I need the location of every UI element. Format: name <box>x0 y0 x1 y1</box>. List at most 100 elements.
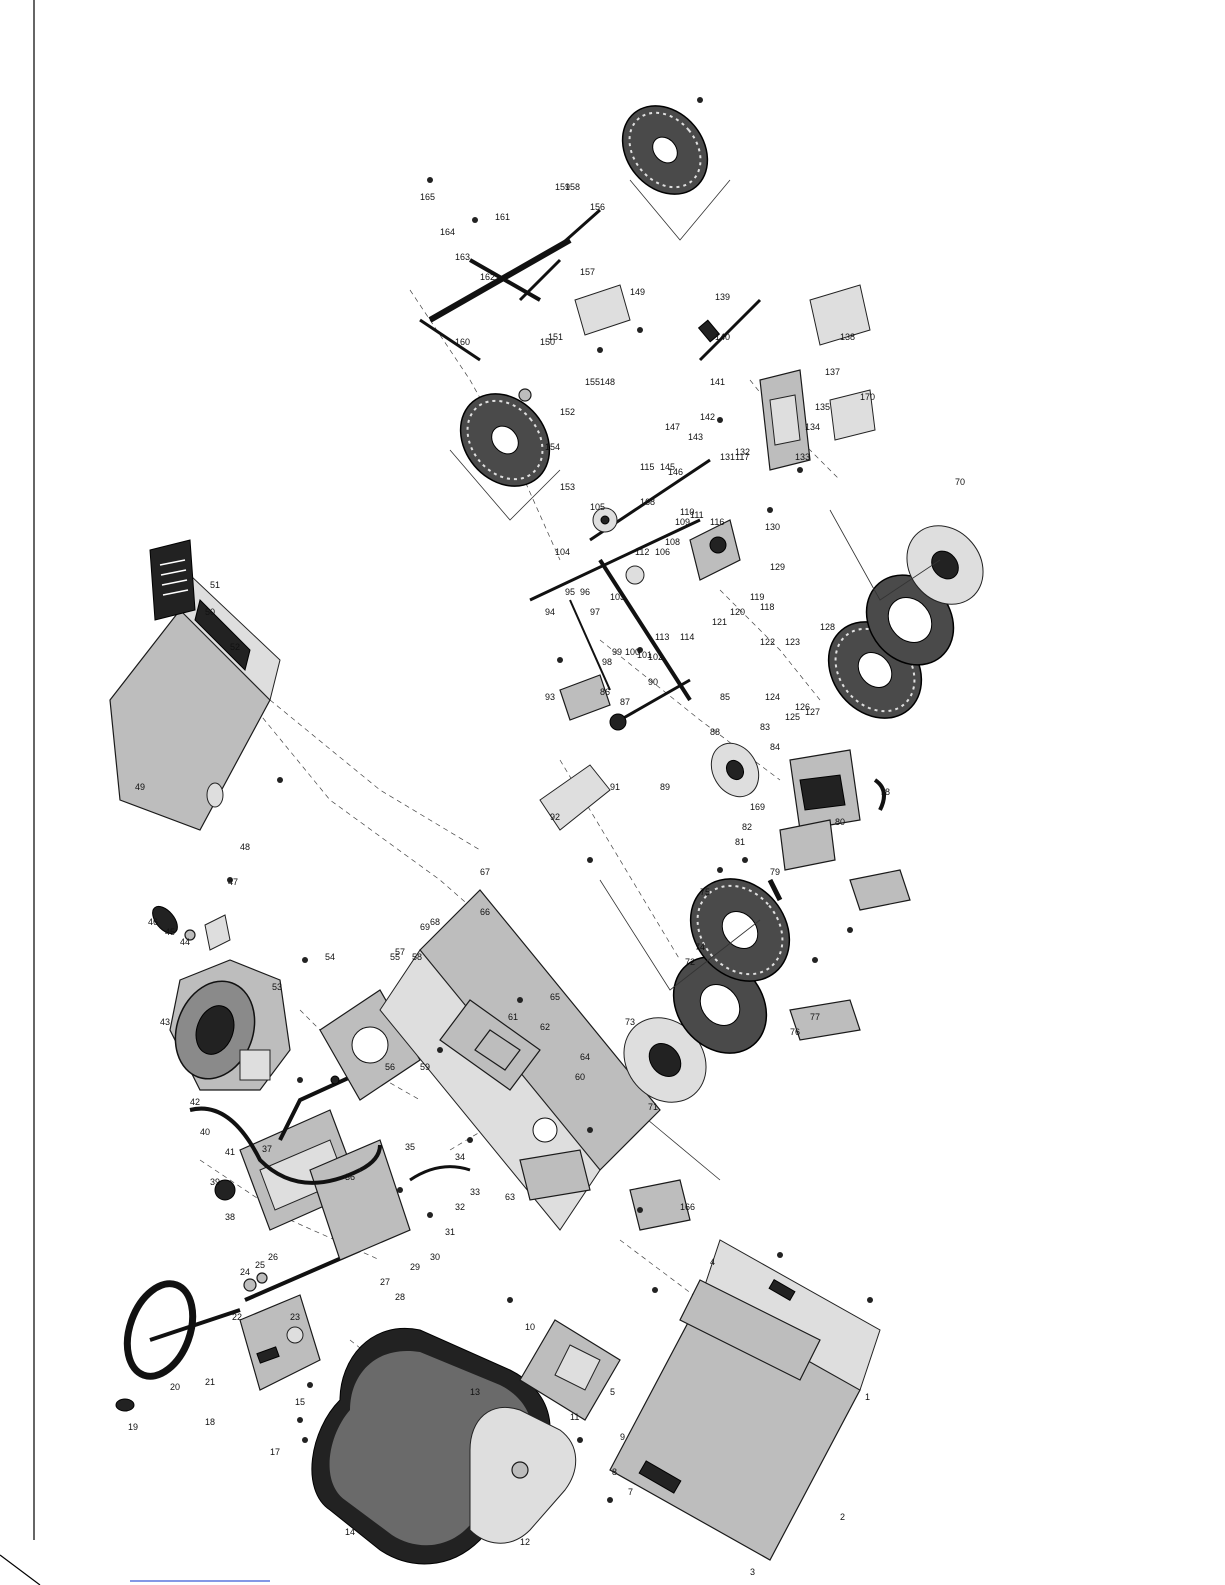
callout-153: 153 <box>560 482 575 492</box>
callout-99: 99 <box>612 647 622 657</box>
callout-163: 163 <box>455 252 470 262</box>
callout-61: 61 <box>508 1012 518 1022</box>
callout-11: 11 <box>570 1412 579 1422</box>
front-axle-bracket-top <box>574 284 631 336</box>
callout-146: 146 <box>668 467 683 477</box>
brake-rod <box>598 558 692 702</box>
callout-17: 17 <box>270 1447 280 1457</box>
callout-labels: 1 2 3 4 5 7 8 9 10 11 12 13 14 15 17 18 … <box>128 182 965 1577</box>
callout-82: 82 <box>742 822 752 832</box>
callout-14: 14 <box>345 1527 355 1537</box>
callout-124: 124 <box>765 692 780 702</box>
callout-49: 49 <box>135 782 145 792</box>
callout-114: 114 <box>680 632 694 642</box>
callout-170: 170 <box>860 392 875 402</box>
rear-hitch-bracket <box>759 369 811 471</box>
callout-19: 19 <box>128 1422 138 1432</box>
callout-115: 115 <box>640 462 654 472</box>
dash-panel <box>239 1294 321 1391</box>
front-tire-top-right <box>621 105 709 195</box>
callout-88: 88 <box>710 727 720 737</box>
callout-42: 42 <box>190 1097 200 1107</box>
callout-125: 125 <box>785 712 800 722</box>
callout-25: 25 <box>255 1260 265 1270</box>
steering-spindle-left <box>419 318 532 402</box>
callout-57: 57 <box>395 947 405 957</box>
callout-75: 75 <box>700 887 710 897</box>
front-axle-bracket <box>519 1149 691 1231</box>
callout-33: 33 <box>470 1187 480 1197</box>
engine <box>169 959 291 1091</box>
callout-81: 81 <box>735 837 745 847</box>
fender-assembly <box>609 1239 881 1561</box>
hood-decal <box>149 539 196 621</box>
callout-72: 72 <box>685 957 695 967</box>
callout-26: 26 <box>268 1252 278 1262</box>
callout-147: 147 <box>665 422 680 432</box>
callout-148: 148 <box>600 377 615 387</box>
callout-41: 41 <box>225 1147 235 1157</box>
callout-8: 8 <box>612 1467 617 1477</box>
transaxle <box>767 749 886 902</box>
callout-123: 123 <box>785 637 800 647</box>
callout-27: 27 <box>380 1277 390 1287</box>
callout-70: 70 <box>955 477 965 487</box>
front-tire-left-tread <box>689 878 791 982</box>
callout-100: 100 <box>625 647 640 657</box>
callout-7: 7 <box>628 1487 633 1497</box>
callout-141: 141 <box>710 377 725 387</box>
seat-pan <box>469 1406 577 1544</box>
callout-44: 44 <box>180 937 190 947</box>
hood <box>109 574 281 831</box>
callout-137: 137 <box>825 367 840 377</box>
callout-106: 106 <box>655 547 670 557</box>
callout-55: 55 <box>390 952 400 962</box>
callout-3: 3 <box>750 1567 755 1577</box>
callout-13: 13 <box>470 1387 480 1397</box>
callout-63: 63 <box>505 1192 515 1202</box>
hardware-fasteners <box>227 97 873 1503</box>
callout-5: 5 <box>610 1387 615 1397</box>
callout-60: 60 <box>575 1072 585 1082</box>
steering-gear-box <box>214 1109 411 1261</box>
callout-95: 95 <box>565 587 575 597</box>
callout-150: 150 <box>540 337 555 347</box>
callout-118: 118 <box>760 602 774 612</box>
footrest-left <box>539 764 611 831</box>
callout-122: 122 <box>760 637 775 647</box>
callout-66: 66 <box>480 907 490 917</box>
callout-24: 24 <box>240 1267 250 1277</box>
clutch-pedal-shaft <box>529 458 711 602</box>
callout-102: 102 <box>648 652 663 662</box>
callout-53: 53 <box>272 982 282 992</box>
callout-68: 68 <box>430 917 440 927</box>
callout-101: 101 <box>637 650 652 660</box>
callout-164: 164 <box>440 227 455 237</box>
callout-87: 87 <box>620 697 630 707</box>
callout-110: 110 <box>680 507 694 517</box>
callout-23: 23 <box>290 1312 300 1322</box>
callout-22: 22 <box>232 1312 242 1322</box>
callout-117: 117 <box>735 452 749 462</box>
callout-48: 48 <box>240 842 250 852</box>
callout-18: 18 <box>205 1417 215 1427</box>
callout-86: 86 <box>600 687 610 697</box>
callout-36: 36 <box>345 1172 355 1182</box>
callout-67: 67 <box>480 867 490 877</box>
callout-78: 78 <box>880 787 890 797</box>
callout-93: 93 <box>545 692 555 702</box>
callout-15: 15 <box>295 1397 305 1407</box>
callout-156: 156 <box>590 202 605 212</box>
idler-pulley <box>592 507 645 585</box>
callout-128: 128 <box>820 622 835 632</box>
callout-52: 52 <box>230 642 240 652</box>
callout-112: 112 <box>635 547 649 557</box>
callout-131: 131 <box>720 452 735 462</box>
rear-rim-right <box>906 525 984 605</box>
callout-65: 65 <box>550 992 560 1002</box>
callout-152: 152 <box>560 407 575 417</box>
callout-109: 109 <box>675 517 690 527</box>
callout-46: 46 <box>148 917 158 927</box>
callout-47: 47 <box>228 877 238 887</box>
callout-155: 155 <box>585 377 600 387</box>
